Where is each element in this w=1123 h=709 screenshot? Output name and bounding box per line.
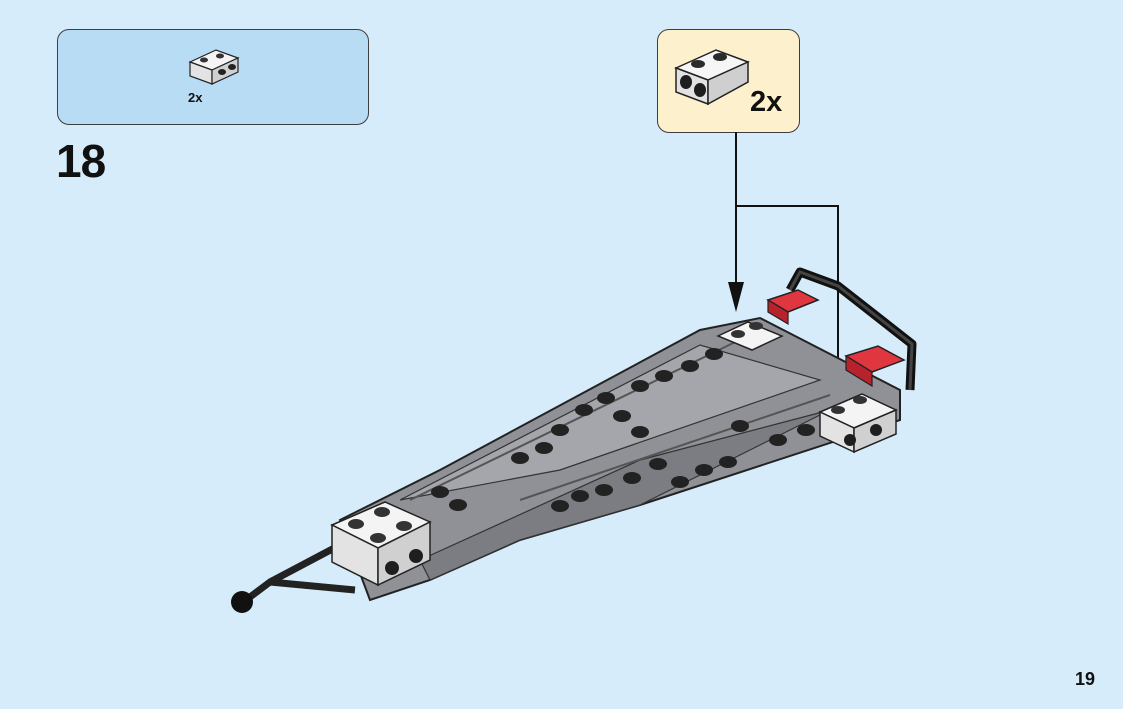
page-number: 19 [1075,669,1095,690]
